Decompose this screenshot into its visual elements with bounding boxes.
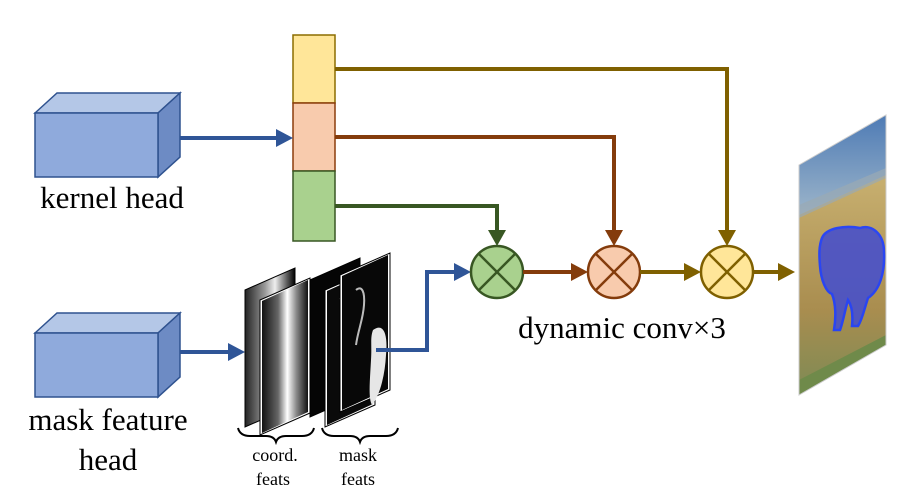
arrow-orange-kernel	[335, 135, 623, 246]
kernel-segment-green	[292, 170, 336, 242]
coord-feats-brace	[237, 427, 315, 446]
kernel-segment-orange	[292, 102, 336, 172]
kernel-head-label: kernel head	[40, 180, 184, 215]
arrow-mask-head-to-feats	[180, 343, 245, 361]
conv-op-yellow	[699, 244, 755, 300]
arrow-yellow-kernel	[335, 67, 736, 246]
arrow-orange-to-yellow-op	[640, 263, 701, 281]
mask-feature-maps	[309, 252, 391, 428]
mask-feats-brace	[321, 427, 399, 446]
mask-feature-head-label-line1: mask feature	[28, 402, 187, 437]
arrow-feats-to-conv	[376, 263, 471, 352]
coord-feats-label-line1: coord.	[252, 445, 297, 465]
kernel-head-block	[33, 91, 182, 179]
kernel-vector	[292, 34, 336, 242]
coord-feats-label-line2: feats	[256, 469, 290, 489]
mask-feats-label-line2: feats	[341, 469, 375, 489]
arrow-green-kernel	[335, 204, 506, 246]
kernel-segment-yellow	[292, 34, 336, 104]
dynamic-conv-label: dynamic conv×3	[518, 310, 726, 345]
arrow-to-output	[753, 263, 795, 281]
arrow-kernel-head-to-kernel	[180, 129, 293, 147]
conv-op-orange	[586, 244, 642, 300]
mask-feats-label-line1: mask	[339, 445, 377, 465]
mask-feature-head-label-line2: head	[79, 442, 138, 477]
instance-mask	[818, 225, 886, 332]
coord-feature-maps	[244, 267, 311, 436]
output-mask-image	[798, 114, 887, 396]
mask-feature-head-block	[33, 311, 182, 399]
conv-op-green	[469, 244, 525, 300]
arrow-green-to-orange-op	[523, 263, 588, 281]
